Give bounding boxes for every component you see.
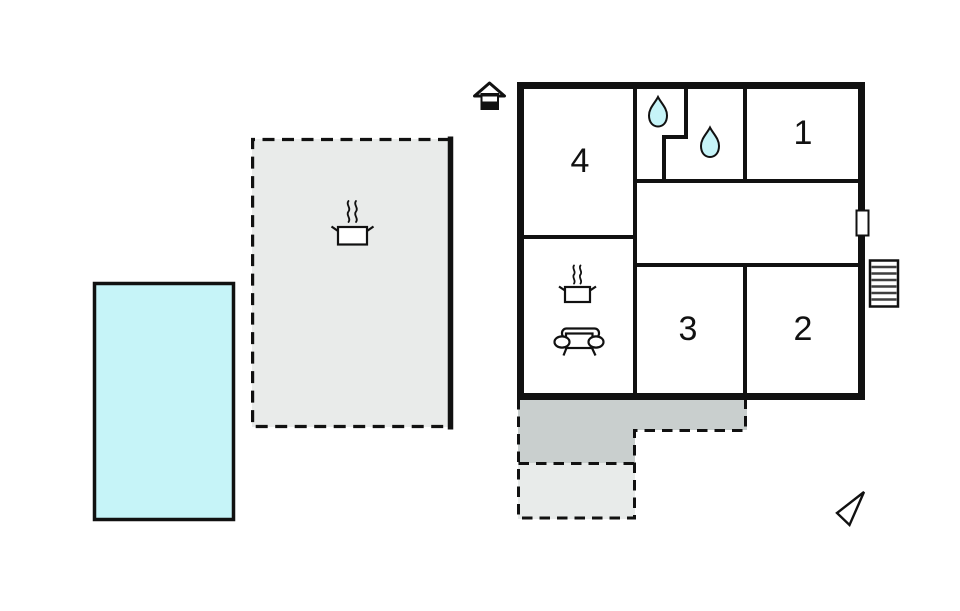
window <box>855 209 870 237</box>
room-4-label: 4 <box>571 142 590 180</box>
sofa-arm-left <box>553 335 571 349</box>
cooking-pot-icon <box>330 200 375 246</box>
steam-line <box>572 264 576 285</box>
bathroom-step-wall <box>662 85 688 181</box>
pot-handle-left <box>558 285 566 292</box>
building <box>517 82 865 400</box>
terrace <box>251 136 454 430</box>
north-arrow-icon <box>835 491 866 528</box>
pot-handle-right <box>366 225 375 232</box>
sofa-leg <box>562 347 568 356</box>
pot-body <box>563 285 592 304</box>
water-drop-icon <box>699 125 721 159</box>
water-drop-icon <box>647 94 669 128</box>
pot-handle-left <box>330 225 339 232</box>
room-3-label: 3 <box>679 310 698 348</box>
patio-upper <box>518 396 747 463</box>
swimming-pool <box>92 281 236 522</box>
room-2-label: 2 <box>794 310 813 348</box>
patio-lower <box>518 463 635 519</box>
sofa-leg <box>591 347 597 356</box>
steam-line <box>354 200 358 223</box>
sofa-icon <box>553 327 605 356</box>
building-outer-walls <box>517 82 865 400</box>
house-icon <box>473 81 506 110</box>
pot-body <box>336 225 369 246</box>
steam-line <box>346 200 351 223</box>
terrace-dashed-border <box>251 137 450 429</box>
patio-dashed-border <box>517 399 747 520</box>
stairs-icon <box>868 259 900 308</box>
room-1-label: 1 <box>794 114 813 152</box>
sofa-arm-right <box>587 335 605 349</box>
cooking-pot-icon <box>558 264 597 304</box>
patio-area <box>517 396 747 520</box>
steam-line <box>578 264 583 285</box>
terrace-surface <box>252 139 450 427</box>
pot-handle-right <box>589 285 597 292</box>
house-stripe <box>482 96 497 102</box>
